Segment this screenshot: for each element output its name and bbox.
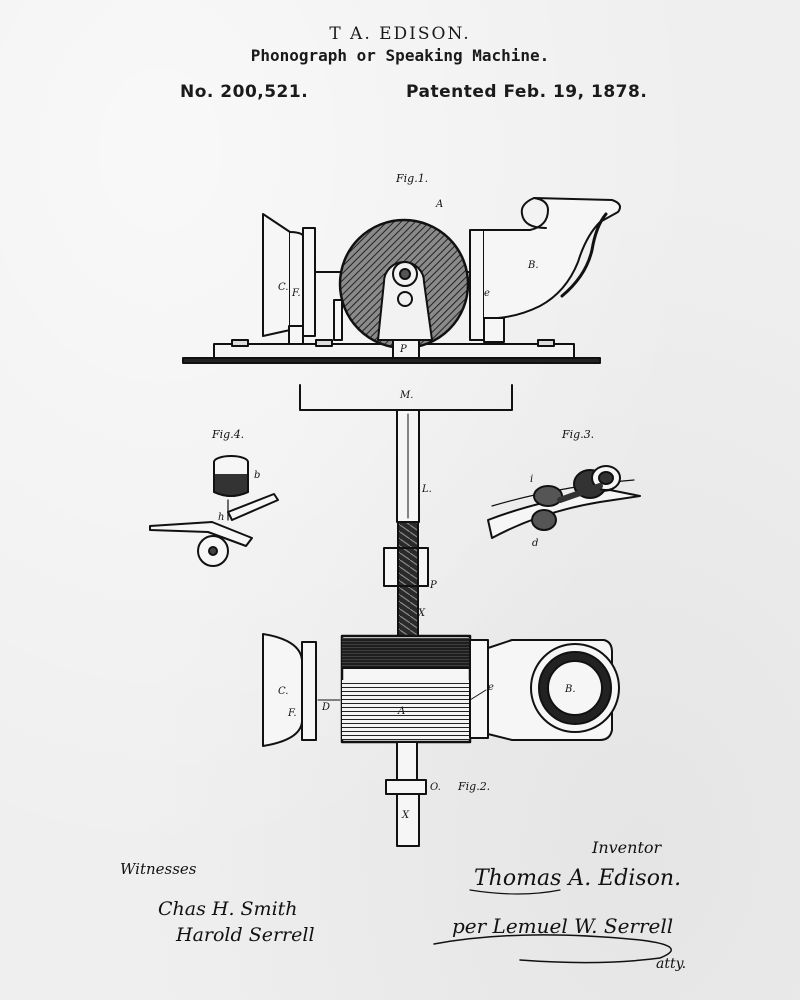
part-label-f-top: F.: [291, 288, 301, 299]
fig4-label: Fig.4.: [211, 428, 244, 441]
part-label-m: M.: [399, 390, 413, 401]
fig1-label: Fig.1.: [395, 172, 428, 185]
part-label-d-fig3: d: [532, 538, 538, 549]
figure-4: [149, 455, 279, 567]
part-label-c-bottom: C.: [278, 686, 288, 697]
part-label-p-mid: P: [429, 580, 437, 591]
part-label-h-fig4: h: [218, 512, 224, 523]
part-label-b-top: B.: [527, 260, 539, 271]
witness-2-signature: Harold Serrell: [176, 924, 315, 946]
inventor-label: Inventor: [592, 838, 662, 857]
part-label-a-top: A: [435, 199, 443, 210]
fig3-label: Fig.3.: [561, 428, 594, 441]
attorney-signature: per Lemuel W. Serrell: [452, 914, 674, 938]
part-label-a-bottom: A: [397, 706, 405, 717]
fig2-label: Fig.2.: [457, 780, 490, 793]
part-label-c-top: C.: [278, 282, 288, 293]
patent-title: Phonograph or Speaking Machine.: [250, 46, 550, 65]
figure-2: [262, 384, 620, 847]
inventor-signature: Thomas A. Edison.: [474, 866, 682, 891]
part-label-x-mid: X: [417, 608, 426, 619]
witness-1-signature: Chas H. Smith: [158, 898, 298, 920]
part-label-x-bottom: X: [401, 810, 410, 821]
part-label-b-bottom: B.: [564, 684, 576, 695]
patent-number: No. 200,521.: [180, 82, 309, 102]
figure-1: [182, 197, 621, 364]
part-label-d: D: [321, 702, 330, 713]
part-label-l: L.: [421, 484, 432, 495]
part-label-e-top: e: [484, 288, 490, 299]
part-label-p-top: P: [399, 344, 407, 355]
atty-label: atty.: [656, 956, 687, 972]
part-label-o: O.: [430, 782, 441, 793]
part-label-f-bottom: F.: [287, 708, 297, 719]
figure-3: [487, 465, 641, 539]
inventor-name: T A. EDISON.: [329, 24, 471, 44]
part-label-e-bottom: e: [488, 682, 494, 693]
part-label-i-fig3: i: [530, 474, 533, 485]
patent-date: Patented Feb. 19, 1878.: [406, 82, 648, 102]
witnesses-label: Witnesses: [120, 860, 197, 878]
part-label-b-fig4: b: [254, 470, 260, 481]
